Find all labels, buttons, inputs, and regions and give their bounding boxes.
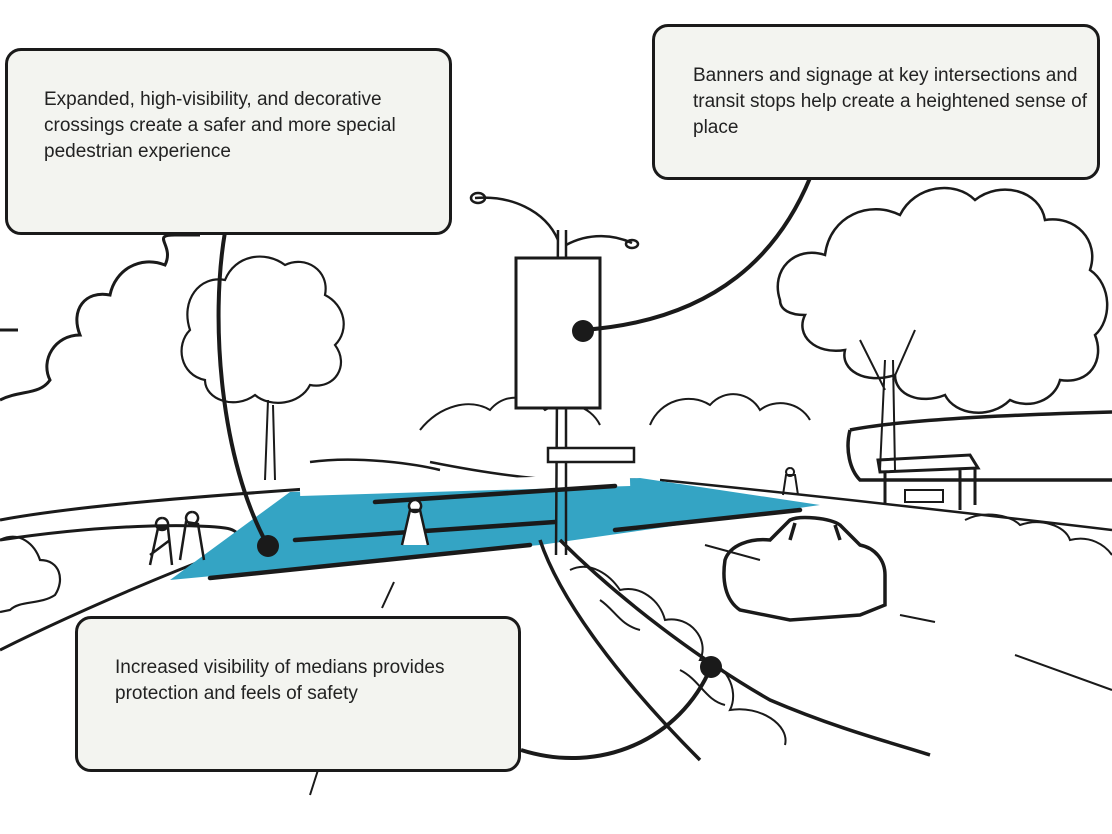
marker-medians — [700, 656, 722, 678]
callout-crossings-text: Expanded, high-visibility, and decorativ… — [44, 89, 396, 162]
callout-banners-text: Banners and signage at key intersections… — [693, 65, 1087, 138]
distant-trees — [419, 393, 811, 431]
back-curb — [309, 458, 561, 482]
lamp-left — [469, 191, 487, 205]
bus-shelter — [876, 453, 981, 510]
median — [538, 538, 931, 762]
pedestrians-left — [148, 510, 206, 566]
car — [722, 515, 887, 622]
crosswalk — [170, 478, 820, 580]
building — [846, 410, 1112, 482]
leader-crossings — [216, 231, 270, 547]
bench — [904, 489, 944, 503]
callout-medians: Increased visibility of medians provides… — [75, 616, 521, 772]
tree-left-mid-trunk — [264, 399, 276, 481]
left-shrubs — [0, 535, 62, 614]
marker-crossings — [257, 535, 279, 557]
lamp-right — [624, 238, 640, 250]
tree-right — [776, 186, 1109, 414]
crosswalk-left-stripe — [299, 474, 631, 496]
pedestrian-far — [782, 467, 799, 496]
callout-banners: Banners and signage at key intersections… — [652, 24, 1100, 180]
marker-banners — [572, 320, 594, 342]
lane-marks — [309, 544, 1112, 796]
leader-banners — [582, 177, 812, 332]
tree-left — [0, 233, 200, 402]
tree-left-mid — [180, 255, 345, 404]
light-arms — [474, 196, 633, 247]
road-edge-right — [659, 478, 1112, 532]
callout-medians-text: Increased visibility of medians provides… — [115, 657, 445, 704]
tree-right-trunk — [859, 329, 916, 471]
pedestrian-crosswalk — [400, 498, 430, 546]
median-shrubs — [569, 565, 787, 746]
callout-crossings: Expanded, high-visibility, and decorativ… — [5, 48, 452, 235]
street-sign — [546, 446, 636, 464]
right-shrubs — [964, 513, 1112, 556]
leader-medians — [520, 666, 713, 760]
